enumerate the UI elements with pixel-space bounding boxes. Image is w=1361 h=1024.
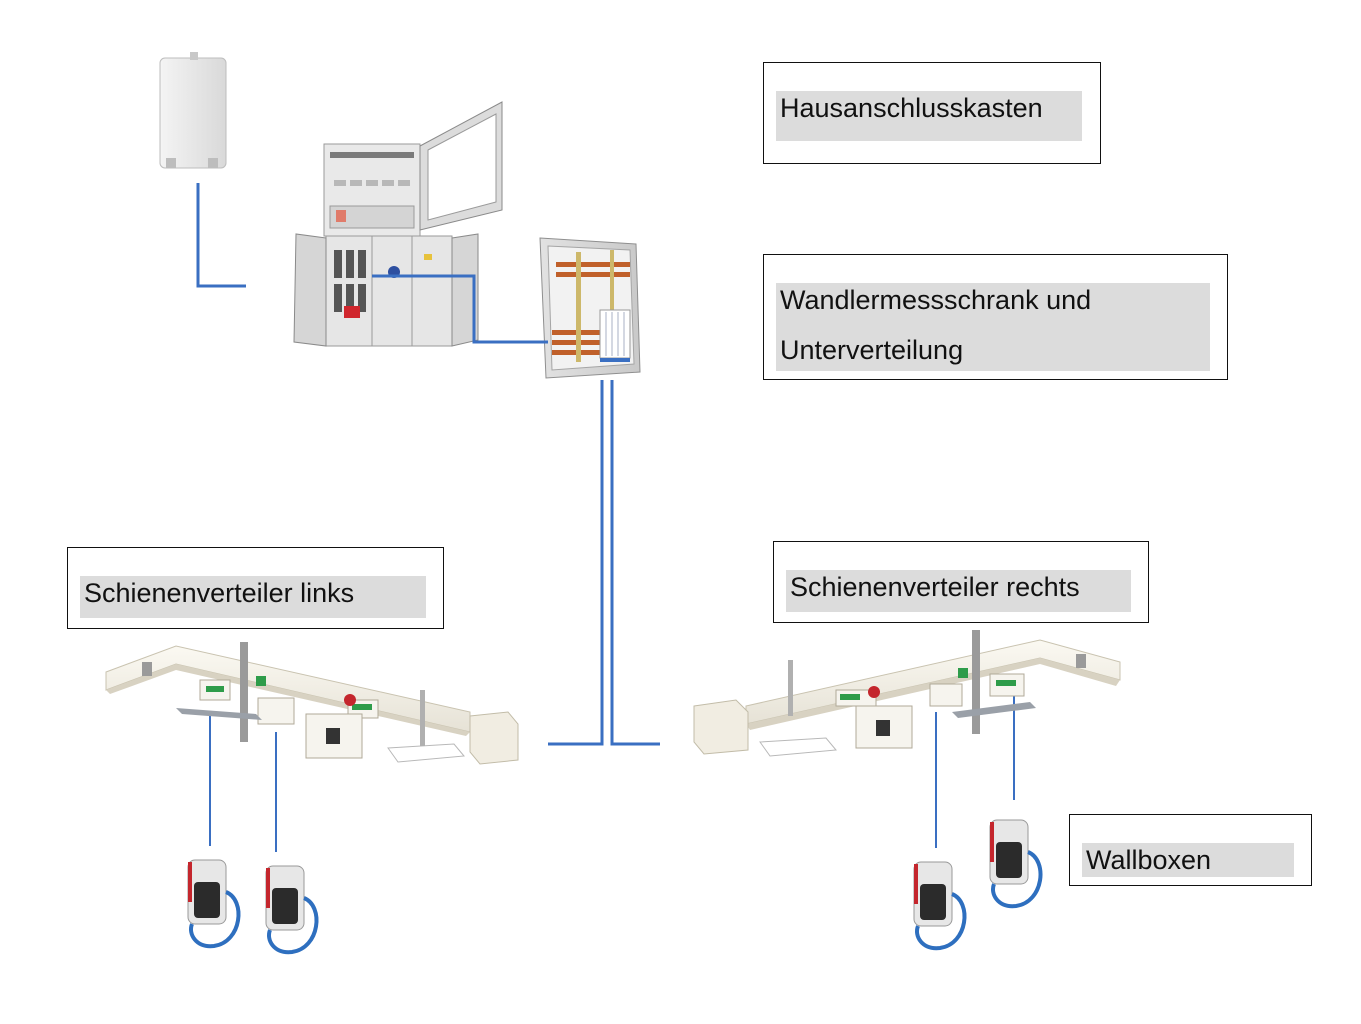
wallbox-right-2-icon [989, 819, 1043, 909]
wallbox-right-1-icon [913, 861, 967, 951]
label-schienenverteiler-rechts-text: Schienenverteiler rechts [790, 572, 1080, 602]
cable-subdistribution-to-left-busbar [548, 380, 604, 746]
busway-right-icon [693, 630, 1121, 757]
label-wallboxen: Wallboxen [1069, 814, 1312, 886]
label-schienenverteiler-links: Schienenverteiler links [67, 547, 444, 629]
cable-hak-to-meter [196, 183, 246, 288]
cable-subdistribution-to-right-busbar [610, 380, 660, 746]
house-connection-box-icon [159, 52, 227, 169]
cable-meter-to-subdistribution [372, 274, 548, 344]
wallbox-left-2-icon [265, 865, 319, 955]
subdistribution-icon [539, 237, 641, 379]
label-hausanschlusskasten-text: Hausanschlusskasten [780, 93, 1043, 123]
label-wandlermessschrank-line1: Wandlermessschrank und [780, 285, 1092, 315]
wallbox-left-1-icon [187, 859, 241, 949]
label-wandlermessschrank-line2: Unterverteilung [780, 335, 964, 365]
label-wallboxen-text: Wallboxen [1086, 845, 1212, 875]
label-wandlermessschrank: Wandlermessschrank und Unterverteilung [763, 254, 1228, 380]
meter-cabinet-icon [293, 101, 503, 347]
busway-left-icon [105, 642, 519, 765]
cables [196, 183, 1015, 852]
label-schienenverteiler-rechts: Schienenverteiler rechts [773, 541, 1149, 623]
label-schienenverteiler-links-text: Schienenverteiler links [84, 578, 355, 608]
label-hausanschlusskasten: Hausanschlusskasten [763, 62, 1101, 164]
